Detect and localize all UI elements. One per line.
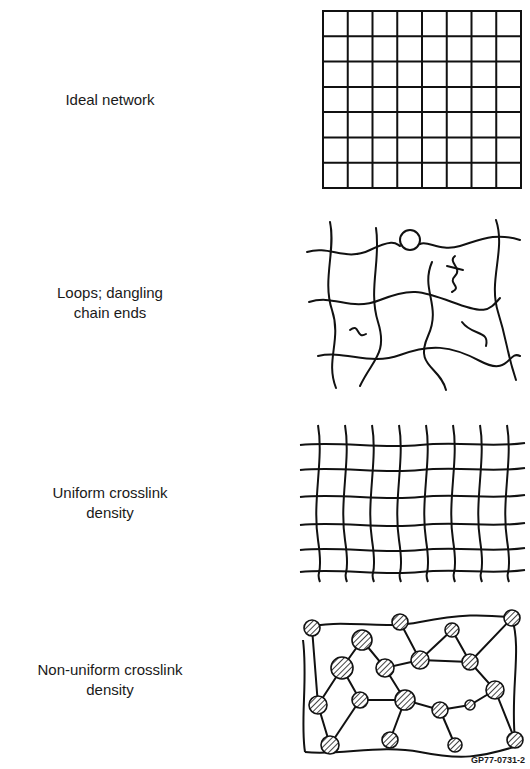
nonuniform-network [303,615,520,756]
row-label: Ideal network [10,90,210,110]
uniform-network [300,425,525,582]
figure-code: GP77-0731-2 [471,754,525,766]
row-label: Non-uniform crosslink density [26,660,194,700]
row-label: Loops; dangling chain ends [51,283,169,323]
row-label: Uniform crosslink density [39,483,181,523]
ideal-grid [323,11,521,188]
crosslink-cluster [304,610,523,754]
loop-network [307,220,520,390]
